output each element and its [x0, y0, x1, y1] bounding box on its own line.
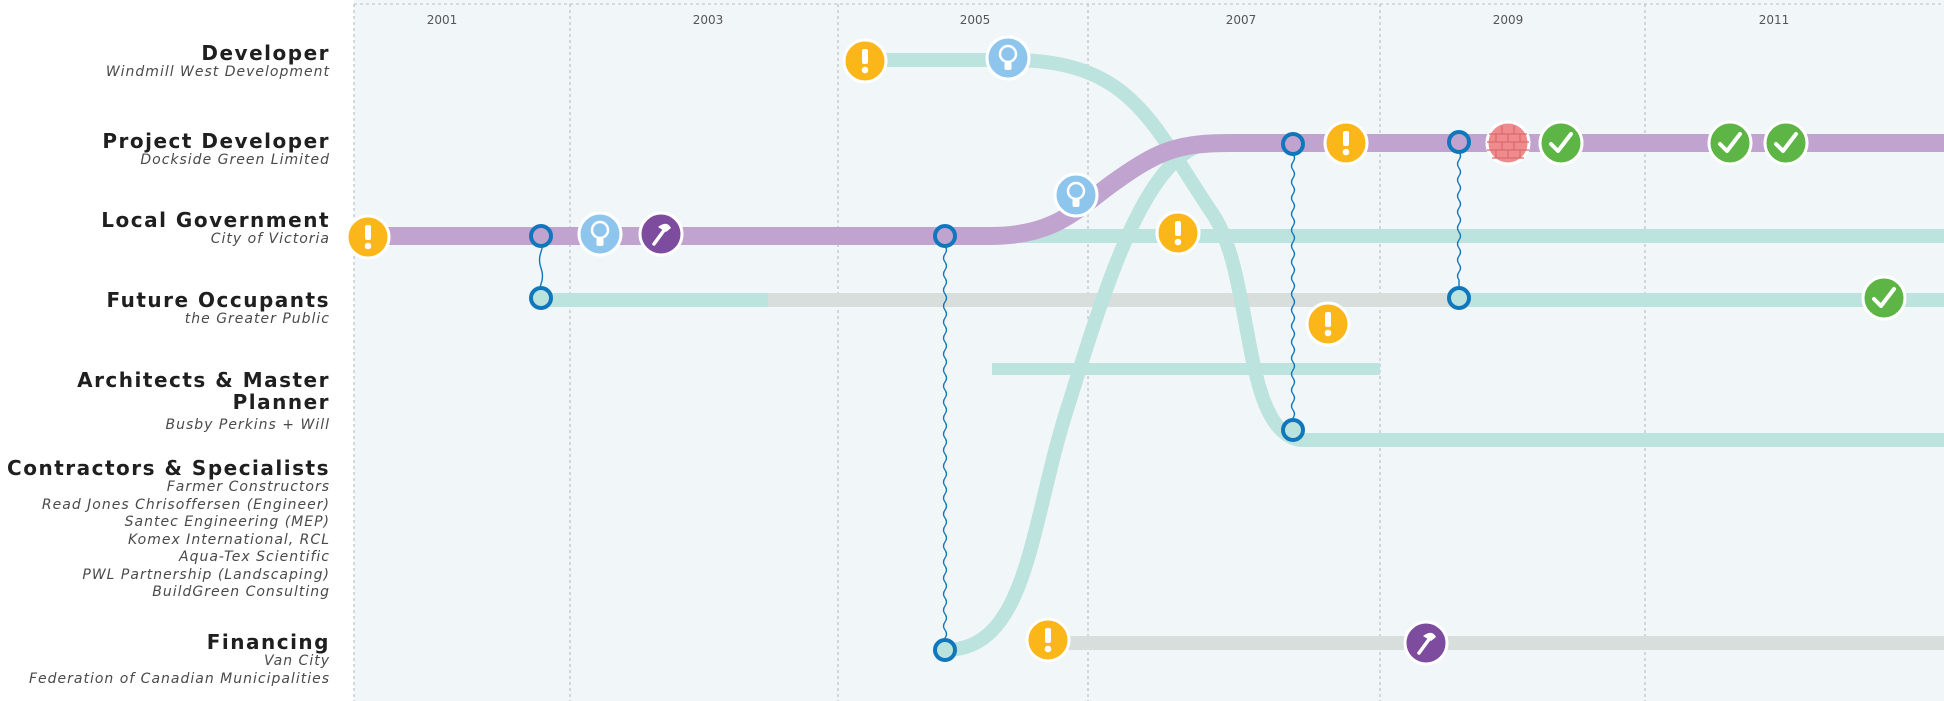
checkmark-icon — [1538, 120, 1584, 166]
actor-organization: Santec Engineering (MEP) — [124, 514, 330, 530]
year-label: 2011 — [1759, 13, 1790, 27]
year-label: 2009 — [1493, 13, 1524, 27]
ring-node-icon — [1447, 286, 1471, 310]
checkmark-icon — [1861, 275, 1907, 321]
brick-wall-icon — [1485, 120, 1531, 166]
exclamation-icon — [345, 214, 391, 260]
actor-name: Contractors & Specialists — [7, 456, 330, 480]
year-label: 2007 — [1226, 13, 1257, 27]
actor-name: Future Occupants — [106, 288, 330, 312]
actor-name: Developer — [201, 41, 330, 65]
lightbulb-icon — [577, 211, 623, 257]
ring-node-icon — [529, 286, 553, 310]
track-financing-transfer — [944, 136, 1212, 657]
track-primary — [368, 134, 1944, 245]
year-label: 2003 — [693, 13, 724, 27]
actor-future-occupants: Future Occupants the Greater Public — [0, 289, 330, 329]
hammer-icon — [1403, 620, 1449, 666]
actor-name: Local Government — [101, 208, 330, 232]
actor-organization: Federation of Canadian Municipalities — [28, 670, 330, 687]
actor-organization: BuildGreen Consulting — [152, 584, 330, 600]
actor-project-developer: Project Developer Dockside Green Limited — [0, 130, 330, 170]
actor-organization: the Greater Public — [184, 311, 330, 327]
nodes — [529, 130, 1471, 662]
actor-organization: Windmill West Development — [105, 64, 330, 80]
actor-organization: Dockside Green Limited — [140, 152, 330, 168]
actor-name: Project Developer — [102, 129, 330, 153]
actor-name: Financing — [206, 630, 330, 654]
actor-developer: Developer Windmill West Development — [0, 42, 330, 82]
actor-architects: Architects & Master Planner Busby Perkin… — [0, 369, 330, 435]
exclamation-icon — [1025, 617, 1071, 663]
tracks — [368, 53, 1944, 657]
actor-name: Architects & Master Planner — [77, 368, 330, 414]
checkmark-icon — [1763, 120, 1809, 166]
connector — [1290, 153, 1296, 420]
actor-organization: Komex International, RCL — [127, 531, 330, 548]
actor-organization: Farmer Constructors — [166, 479, 330, 495]
actor-local-government: Local Government City of Victoria — [0, 209, 330, 249]
lightbulb-icon — [985, 35, 1031, 81]
actor-contractors: Contractors & Specialists Farmer Constru… — [0, 457, 330, 602]
actor-organization: PWL Partnership (Landscaping) — [82, 566, 330, 583]
year-label: 2005 — [960, 13, 991, 27]
ring-node-icon — [1447, 130, 1471, 154]
timeline-background — [354, 0, 1944, 701]
actor-organization: Van City — [263, 653, 330, 669]
exclamation-icon — [842, 38, 888, 84]
connector — [942, 245, 948, 640]
ring-node-icon — [933, 638, 957, 662]
exclamation-icon — [1305, 301, 1351, 347]
actor-organization: Read Jones Chrisoffersen (Engineer) — [41, 496, 330, 513]
hammer-icon — [638, 211, 684, 257]
exclamation-icon — [1155, 210, 1201, 256]
actor-organization: Busby Perkins + Will — [165, 417, 330, 433]
actor-labels: Developer Windmill West Development Proj… — [0, 0, 330, 701]
ring-node-icon — [933, 224, 957, 248]
track-developer — [865, 53, 1944, 447]
actor-organization: Aqua-Tex Scientific — [179, 549, 330, 565]
actor-financing: Financing Van City Federation of Canadia… — [0, 631, 330, 688]
ring-node-icon — [529, 224, 553, 248]
checkmark-icon — [1707, 120, 1753, 166]
connector — [1456, 151, 1462, 288]
exclamation-icon — [1323, 120, 1369, 166]
ring-node-icon — [1281, 418, 1305, 442]
year-label: 2001 — [427, 13, 458, 27]
actor-organization: City of Victoria — [210, 231, 330, 247]
ring-node-icon — [1281, 132, 1305, 156]
year-labels: 2001 2003 2005 2007 2009 2011 — [427, 13, 1790, 27]
lightbulb-icon — [1053, 172, 1099, 218]
